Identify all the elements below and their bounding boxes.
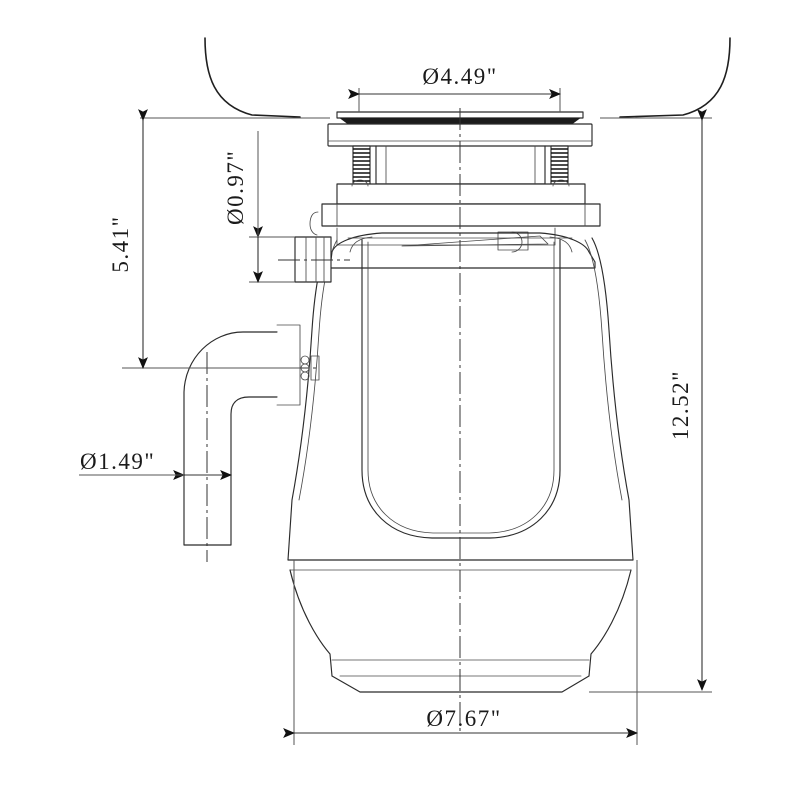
dim-label-mount-to-outlet-height: 5.41" [108, 215, 133, 272]
dim-label-body-diameter: Ø7.67" [426, 706, 501, 731]
elbow-outer-curve [183, 331, 278, 546]
sink-basin-right-curve [619, 37, 731, 118]
mount-ring-plate [336, 183, 586, 205]
dimension-overall-height: 12.52" [589, 109, 712, 693]
discharge-flange-outline [276, 324, 301, 406]
mount-ring-tab-right [552, 179, 570, 187]
mount-ring-tab-left [351, 179, 369, 187]
housing-shroud-outline [329, 232, 596, 269]
elbow-inner-curve [230, 396, 278, 546]
upper-housing-group [329, 232, 596, 269]
dim-label-overall-height: 12.52" [668, 370, 693, 440]
discharge-bolt-cluster [300, 355, 320, 381]
mount-bolt-left-threads [353, 148, 370, 182]
mounting-hardware-group [352, 145, 569, 185]
grind-chamber-outline [361, 239, 561, 539]
mount-ring-lower-inner [336, 203, 586, 227]
mount-ring-lower-band [321, 203, 601, 227]
dim-label-flange-diameter: Ø4.49" [422, 64, 497, 89]
grind-chamber-inner [367, 241, 555, 534]
body-base-left-taper [289, 569, 333, 677]
chamber-shoulder-left [349, 236, 373, 253]
dim-label-outlet-diameter: Ø0.97" [223, 150, 248, 225]
dimension-discharge-tube-diameter: Ø1.49" [79, 449, 232, 480]
sink-basin-left-curve [204, 37, 301, 118]
mount-ring-wedge [401, 235, 549, 247]
dishwasher-inlet-group [278, 236, 350, 283]
dimension-outlet-diameter: Ø0.97" [223, 131, 295, 283]
dimension-mount-to-outlet-height: 5.41" [108, 109, 330, 369]
mount-ring-assembly-group [309, 179, 601, 253]
mount-ring-barrel [511, 231, 523, 253]
body-right-profile [591, 237, 634, 561]
body-base-right-taper [588, 569, 632, 677]
mount-bolt-right-threads [551, 148, 568, 182]
chamber-shoulder-right [549, 236, 573, 253]
dimension-body-diameter: Ø7.67" [283, 560, 638, 745]
main-body-group [287, 236, 634, 693]
body-base-bottom [331, 675, 590, 693]
body-right-profile-inner [584, 239, 623, 501]
mount-ring-collar-left [309, 211, 319, 236]
dimension-flange-diameter: Ø4.49" [348, 64, 561, 112]
mount-ring-barrel-clip [497, 231, 529, 251]
dim-label-discharge-tube-diameter: Ø1.49" [80, 449, 155, 474]
